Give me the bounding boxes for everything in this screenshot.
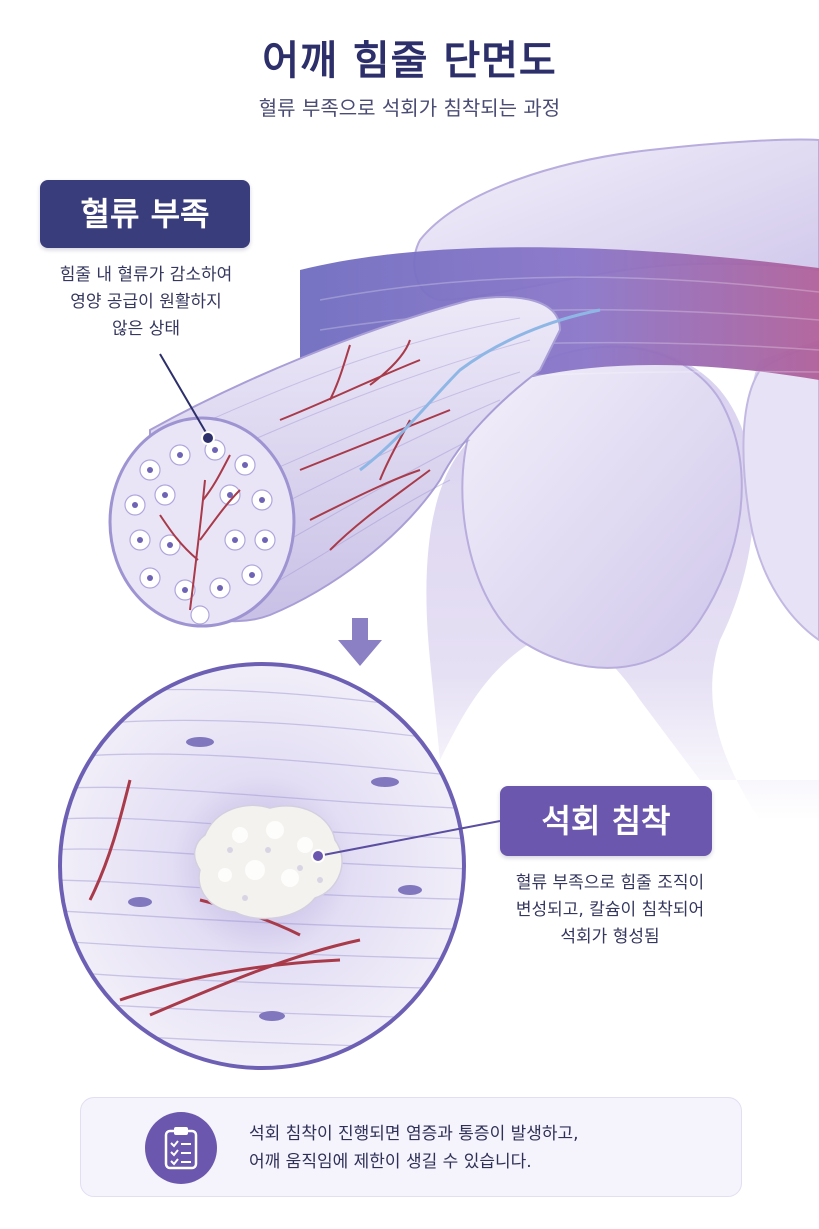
blood-vessels [279, 339, 451, 551]
calcification-pointer [317, 820, 501, 857]
blood-shortage-desc-line: 영양 공급이 원활하지 [70, 292, 222, 312]
page-title: 어깨 힘줄 단면도 [262, 38, 557, 84]
glenoid [742, 343, 819, 642]
tendon-cross-section [108, 416, 296, 628]
calcium-deposit [193, 804, 343, 920]
blood-vessel-blue [359, 308, 601, 472]
calcification-description: 혈류 부족으로 힘줄 조직이 변성되고, 칼슘이 침착되어 석회가 형성됨 [478, 870, 742, 951]
calcification-pointer-dot [311, 849, 325, 863]
page-subtitle: 혈류 부족으로 석회가 침착되는 과정 [258, 96, 561, 120]
clipboard-checklist-icon [145, 1112, 217, 1184]
blood-shortage-pointer [159, 353, 209, 437]
down-arrow-icon [338, 618, 382, 666]
calcification-desc-line: 혈류 부족으로 힘줄 조직이 [515, 873, 705, 893]
footer-note: 석회 침착이 진행되면 염증과 통증이 발생하고, 어깨 움직임에 제한이 생길… [80, 1097, 742, 1197]
blood-shortage-pointer-dot [201, 431, 215, 445]
blood-shortage-description: 힘줄 내 혈류가 감소하여 영양 공급이 원활하지 않은 상태 [30, 262, 262, 343]
footer-text: 석회 침착이 진행되면 염증과 통증이 발생하고, 어깨 움직임에 제한이 생길… [249, 1120, 719, 1176]
calcification-desc-line: 석회가 형성됨 [560, 927, 660, 947]
calcification-label: 석회 침착 [500, 786, 712, 856]
footer-line: 석회 침착이 진행되면 염증과 통증이 발생하고, [249, 1124, 579, 1144]
blood-shortage-label: 혈류 부족 [40, 180, 250, 248]
cross-section-cells [124, 439, 276, 625]
calcification-desc-line: 변성되고, 칼슘이 침착되어 [515, 900, 705, 920]
footer-line: 어깨 움직임에 제한이 생길 수 있습니다. [249, 1152, 532, 1172]
magnified-view-border [58, 662, 466, 1070]
blood-shortage-desc-line: 힘줄 내 혈류가 감소하여 [59, 265, 233, 285]
blood-shortage-desc-line: 않은 상태 [112, 319, 180, 339]
